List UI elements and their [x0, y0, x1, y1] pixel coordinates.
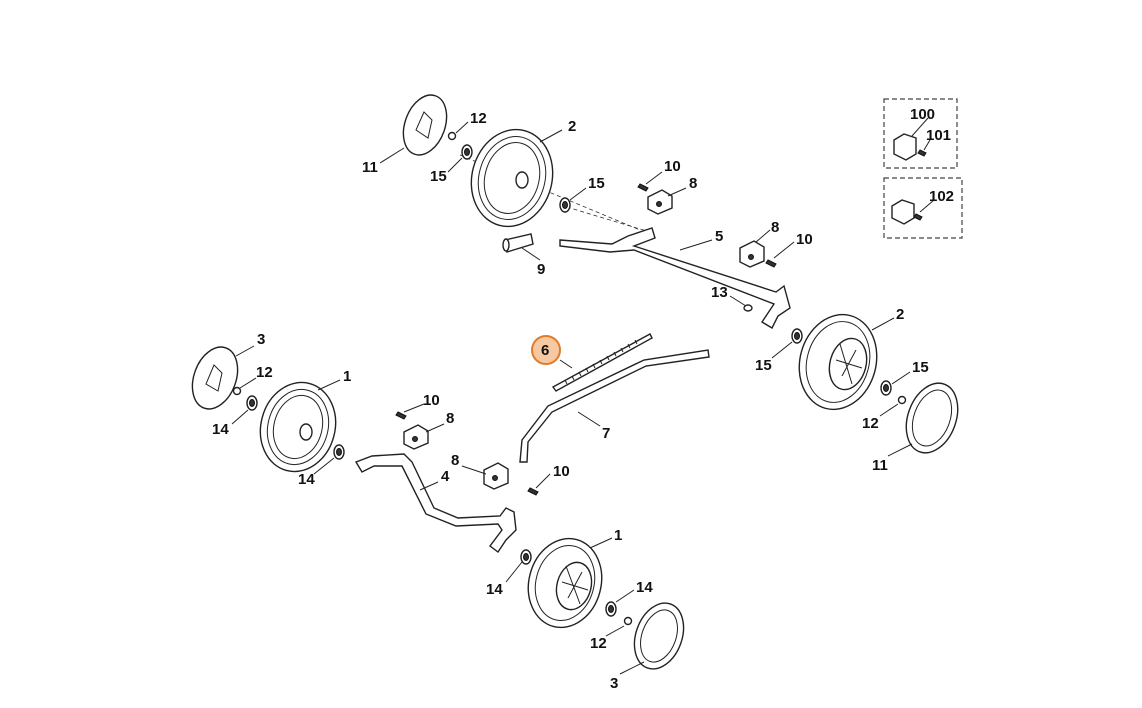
callout-8-top-b[interactable]: 8	[771, 219, 779, 236]
screw-12-bottom[interactable]	[623, 616, 633, 626]
pin-13[interactable]	[743, 304, 753, 312]
callout-15-top-left[interactable]: 15	[430, 168, 447, 185]
spring-6[interactable]	[551, 333, 653, 392]
callout-12-bottom[interactable]: 12	[590, 635, 607, 652]
front-wheel-1-left[interactable]	[251, 374, 346, 480]
hub-cap-11-right[interactable]	[897, 376, 967, 460]
bearing-15-top-right[interactable]	[559, 197, 571, 213]
bolt-10-bottom-b[interactable]	[527, 487, 539, 496]
callout-14-left-outer[interactable]: 14	[212, 421, 229, 438]
bracket-8-bottom-b[interactable]	[483, 462, 509, 490]
screw-12-right[interactable]	[897, 395, 907, 405]
callout-1-bottom[interactable]: 1	[614, 527, 622, 544]
callout-2-top[interactable]: 2	[568, 118, 576, 135]
callout-4[interactable]: 4	[441, 468, 450, 485]
callout-15-right-outer[interactable]: 15	[912, 359, 929, 376]
hub-cap-3-left[interactable]	[184, 341, 245, 416]
bolt-10-top-right[interactable]	[765, 259, 777, 268]
callout-8-bottom-a[interactable]: 8	[446, 410, 454, 427]
rear-wheel-2-top[interactable]	[461, 120, 564, 235]
callout-9[interactable]: 9	[537, 261, 545, 278]
bearing-14-right-outer[interactable]	[605, 601, 617, 617]
bracket-8-top-a[interactable]	[647, 189, 673, 215]
callout-12-top[interactable]: 12	[470, 110, 487, 127]
callout-10-top[interactable]: 10	[664, 158, 681, 175]
callout-15-top-right[interactable]: 15	[588, 175, 605, 192]
front-axle-4[interactable]	[354, 453, 517, 554]
rear-axle-centerline	[459, 154, 651, 233]
callout-12-left[interactable]: 12	[256, 364, 273, 381]
callout-6[interactable]: 6	[541, 342, 549, 359]
callout-102[interactable]: 102	[929, 188, 954, 205]
hub-cap-11-top[interactable]	[396, 89, 455, 161]
bearing-15-top-left[interactable]	[461, 144, 473, 160]
callout-1-left[interactable]: 1	[343, 368, 351, 385]
callout-11-top[interactable]: 11	[362, 159, 378, 176]
highlight-circle-6	[531, 335, 561, 365]
callout-10-bottom-b[interactable]: 10	[553, 463, 570, 480]
callout-15-right-inner[interactable]: 15	[755, 357, 772, 374]
callout-100[interactable]: 100	[910, 106, 935, 123]
callout-5[interactable]: 5	[715, 228, 723, 245]
callout-2-right[interactable]: 2	[896, 306, 904, 323]
inset-box-100-101	[883, 98, 958, 169]
callout-13[interactable]: 13	[711, 284, 728, 301]
bracket-8-bottom-a[interactable]	[403, 424, 429, 450]
rear-wheel-2-right[interactable]	[789, 306, 887, 418]
bolt-10-top[interactable]	[637, 183, 649, 192]
bearing-15-right-inner[interactable]	[791, 328, 803, 344]
height-lever-grip-9[interactable]	[502, 233, 534, 253]
callout-8-top-a[interactable]: 8	[689, 175, 697, 192]
front-wheel-1-bottom[interactable]	[519, 530, 612, 636]
callout-12-right[interactable]: 12	[862, 415, 879, 432]
callout-10-bottom-a[interactable]: 10	[423, 392, 440, 409]
callout-14-bottom-outer[interactable]: 14	[636, 579, 653, 596]
callout-labels: 11 12 15 2 15 10 8 9 5 8 10 13 2 15 15 1…	[212, 106, 954, 692]
bearing-15-right-outer[interactable]	[880, 380, 892, 396]
callout-14-bottom-inner[interactable]: 14	[486, 581, 503, 598]
screw-12-left[interactable]	[232, 386, 242, 396]
bolt-10-bottom-a[interactable]	[395, 411, 407, 420]
callout-3-left[interactable]: 3	[257, 331, 265, 348]
leader-lines	[231, 117, 935, 675]
connecting-rod-7[interactable]	[519, 349, 710, 463]
hub-cap-3-bottom[interactable]	[626, 596, 692, 676]
bearing-14-left-inner[interactable]	[333, 444, 345, 460]
callout-3-bottom[interactable]: 3	[610, 675, 618, 692]
bracket-8-top-b[interactable]	[739, 240, 765, 268]
callout-10-top-right[interactable]: 10	[796, 231, 813, 248]
rear-axle-5[interactable]	[559, 227, 791, 329]
callout-7[interactable]: 7	[602, 425, 610, 442]
screw-12-top[interactable]	[447, 131, 457, 141]
callout-101[interactable]: 101	[926, 127, 951, 144]
inset-box-102	[883, 177, 963, 239]
callout-8-bottom-b[interactable]: 8	[451, 452, 459, 469]
bearing-14-right-inner[interactable]	[520, 549, 532, 565]
callout-14-left-inner[interactable]: 14	[298, 471, 315, 488]
callout-11-right[interactable]: 11	[872, 457, 888, 474]
bearing-14-left-outer[interactable]	[246, 395, 258, 411]
